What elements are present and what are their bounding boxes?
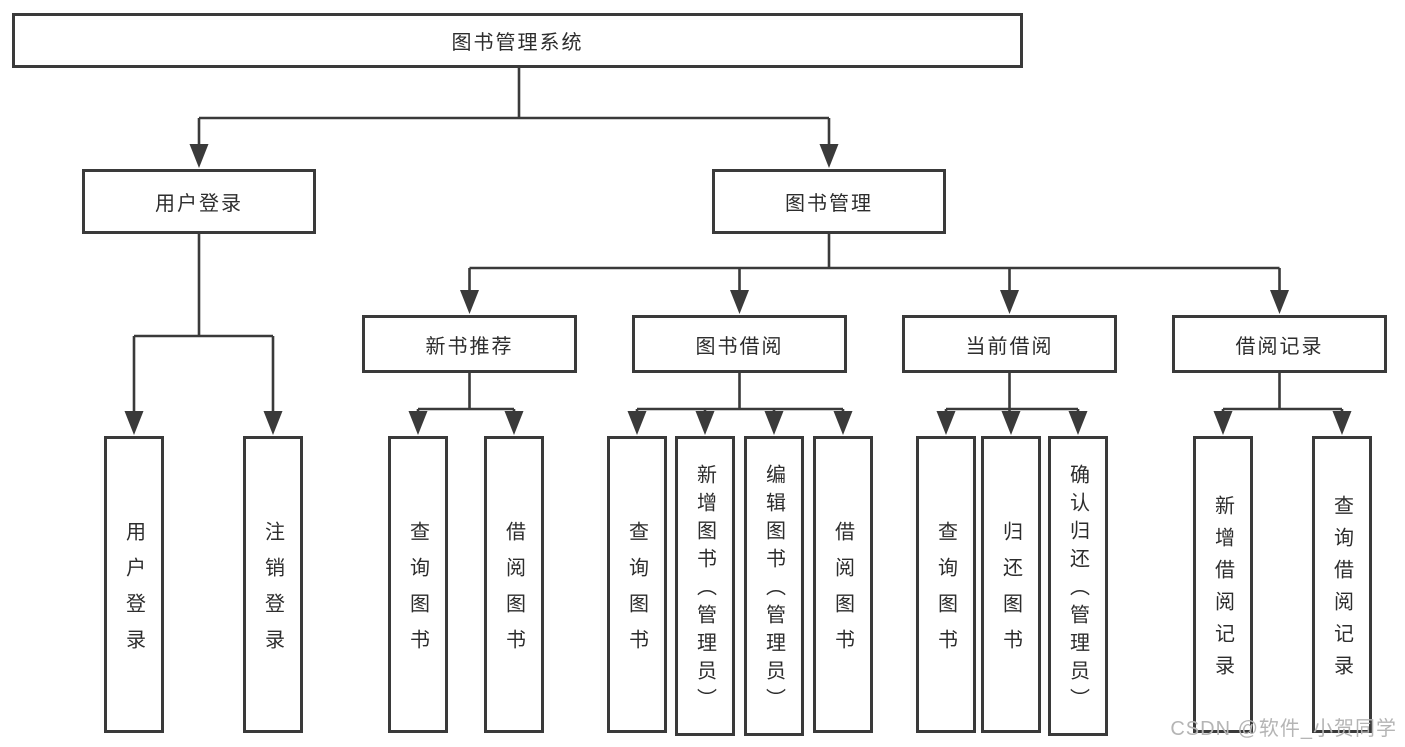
root-node: 图书管理系统 <box>12 13 1023 68</box>
leaf-borrow-books: 借阅图书 <box>813 436 873 733</box>
node-user-login: 用户登录 <box>82 169 316 234</box>
connector-borrow-records <box>1213 373 1352 435</box>
node-label: 图书借阅 <box>695 335 784 358</box>
leaf-borrow-books-recommend: 借阅图书 <box>484 436 544 733</box>
leaf-label: 确认归还（管理员） <box>1066 464 1089 716</box>
leaf-add-book-admin: 新增图书（管理员） <box>675 436 735 736</box>
connector-new-book-recommend <box>408 373 524 435</box>
leaf-label: 新增借阅记录 <box>1211 494 1234 687</box>
leaf-add-borrow-record: 新增借阅记录 <box>1193 436 1253 733</box>
leaf-label: 查询图书 <box>406 520 429 665</box>
connector-book-borrow <box>627 373 853 435</box>
connector-current-borrow <box>936 373 1088 435</box>
leaf-user-login: 用户登录 <box>104 436 164 733</box>
leaf-return-book: 归还图书 <box>981 436 1041 733</box>
leaf-label: 新增图书（管理员） <box>693 464 716 716</box>
connector-book-management <box>460 234 1289 314</box>
node-new-book-recommend: 新书推荐 <box>362 315 577 373</box>
leaf-label: 编辑图书（管理员） <box>762 464 785 716</box>
node-current-borrow: 当前借阅 <box>902 315 1117 373</box>
node-label: 图书管理 <box>785 193 873 215</box>
node-label: 新书推荐 <box>425 335 514 358</box>
leaf-edit-book-admin: 编辑图书（管理员） <box>744 436 804 736</box>
leaf-label: 查询图书 <box>934 520 957 665</box>
leaf-label: 注销登录 <box>261 520 284 665</box>
leaf-label: 查询借阅记录 <box>1330 494 1353 687</box>
leaf-query-borrow-record: 查询借阅记录 <box>1312 436 1372 733</box>
leaf-label: 借阅图书 <box>502 520 525 665</box>
leaf-label: 查询图书 <box>625 520 648 665</box>
node-label: 用户登录 <box>155 193 243 215</box>
node-book-management: 图书管理 <box>712 169 946 234</box>
leaf-query-books-current: 查询图书 <box>916 436 976 733</box>
node-label: 当前借阅 <box>965 335 1054 358</box>
leaf-label: 用户登录 <box>122 520 145 665</box>
leaf-query-books-recommend: 查询图书 <box>388 436 448 733</box>
csdn-watermark: CSDN @软件_小贺同学 <box>1170 718 1397 740</box>
node-borrow-records: 借阅记录 <box>1172 315 1387 373</box>
connector-root <box>189 68 839 168</box>
node-label: 借阅记录 <box>1235 335 1324 358</box>
leaf-query-books-borrow: 查询图书 <box>607 436 667 733</box>
leaf-logout: 注销登录 <box>243 436 303 733</box>
leaf-confirm-return-admin: 确认归还（管理员） <box>1048 436 1108 736</box>
node-book-borrow: 图书借阅 <box>632 315 847 373</box>
leaf-label: 借阅图书 <box>831 520 854 665</box>
leaf-label: 归还图书 <box>999 520 1022 665</box>
root-label: 图书管理系统 <box>451 32 584 54</box>
connector-user-login <box>124 234 283 435</box>
